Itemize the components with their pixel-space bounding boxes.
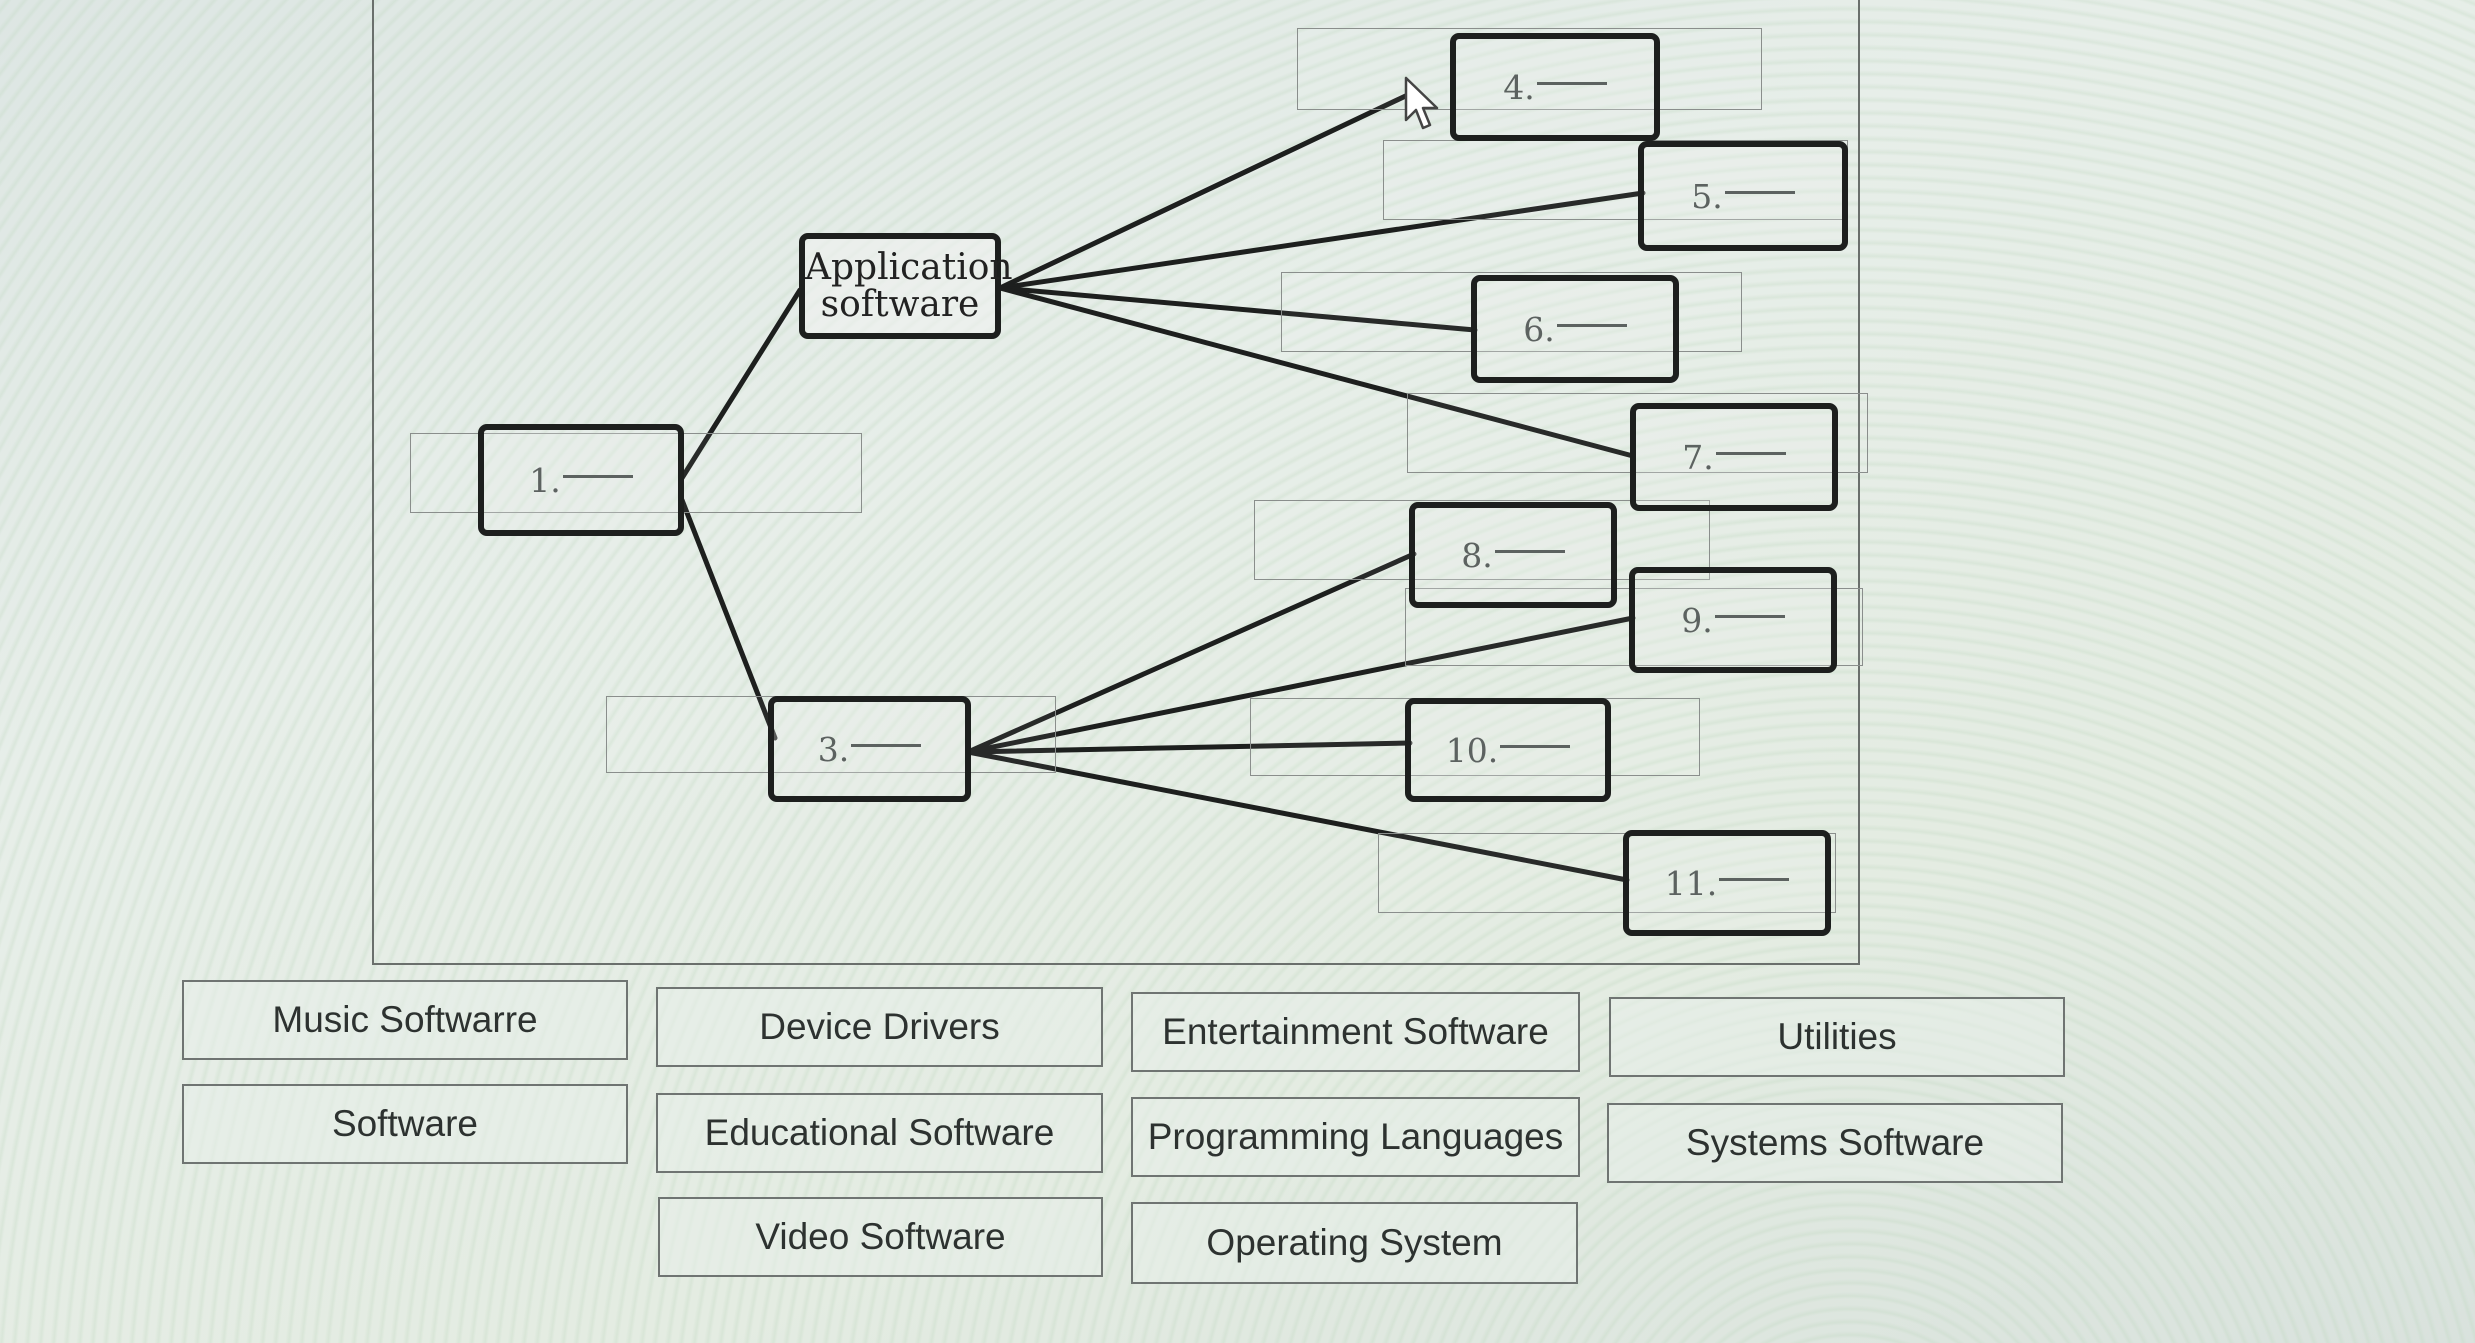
node-5: 5. (1638, 141, 1848, 251)
chip-educational-software[interactable]: Educational Software (656, 1093, 1103, 1173)
line-3-to-8 (965, 551, 1417, 755)
node-6-label: 6. (1523, 309, 1555, 349)
drop-zone-6[interactable] (1281, 272, 1742, 352)
line-1-to-3 (679, 497, 778, 741)
node-9: 9. (1629, 567, 1837, 673)
line-3-to-9 (965, 615, 1636, 755)
application-software-node: Application software (799, 233, 1013, 339)
line-1-to-app (679, 287, 803, 481)
node-10-label: 10. (1445, 730, 1499, 770)
line-app-to-7 (997, 285, 1636, 459)
node-8-label: 8. (1461, 535, 1493, 575)
chip-systems-software[interactable]: Systems Software (1607, 1103, 2063, 1183)
chip-device-drivers[interactable]: Device Drivers (656, 987, 1103, 1067)
node-8: 8. (1409, 502, 1617, 608)
node-10: 10. (1405, 698, 1611, 802)
node-4: 4. (1450, 33, 1660, 141)
line-3-to-11 (965, 749, 1630, 883)
drop-zone-10[interactable] (1250, 698, 1700, 776)
line-3-to-10 (965, 740, 1413, 755)
node-4-label: 4. (1503, 67, 1535, 107)
chip-software[interactable]: Software (182, 1084, 628, 1164)
node-1-label: 1. (529, 460, 561, 500)
node-11: 11. (1623, 830, 1831, 936)
mouse-pointer-icon (1404, 76, 1439, 130)
node-9-label: 9. (1681, 600, 1713, 640)
root-label-line1: Application (805, 247, 1013, 288)
drop-zone-1[interactable] (410, 433, 862, 513)
chip-video-software[interactable]: Video Software (658, 1197, 1103, 1277)
drop-zone-5[interactable] (1383, 140, 1848, 220)
chip-entertainment-software[interactable]: Entertainment Software (1131, 992, 1580, 1072)
node-7-label: 7. (1682, 437, 1714, 477)
diagram-frame (372, 0, 1860, 965)
drop-zone-8[interactable] (1254, 500, 1710, 580)
node-1: 1. (478, 424, 684, 536)
root-label-line2: software (820, 284, 980, 325)
line-app-to-5 (997, 190, 1646, 291)
chip-operating-system[interactable]: Operating System (1131, 1202, 1578, 1284)
node-5-label: 5. (1691, 176, 1723, 216)
line-app-to-6 (997, 285, 1478, 333)
drop-zone-3[interactable] (606, 696, 1056, 773)
node-6: 6. (1471, 275, 1679, 383)
drop-zone-11[interactable] (1378, 833, 1836, 913)
chip-programming-languages[interactable]: Programming Languages (1131, 1097, 1580, 1177)
chip-utilities[interactable]: Utilities (1609, 997, 2065, 1077)
node-7: 7. (1630, 403, 1838, 511)
node-11-label: 11. (1664, 863, 1718, 903)
line-app-to-4 (997, 89, 1417, 291)
node-3: 3. (768, 696, 971, 802)
drop-zone-4[interactable] (1297, 28, 1762, 110)
node-3-label: 3. (817, 729, 850, 769)
chip-music-software[interactable]: Music Softwarre (182, 980, 628, 1060)
